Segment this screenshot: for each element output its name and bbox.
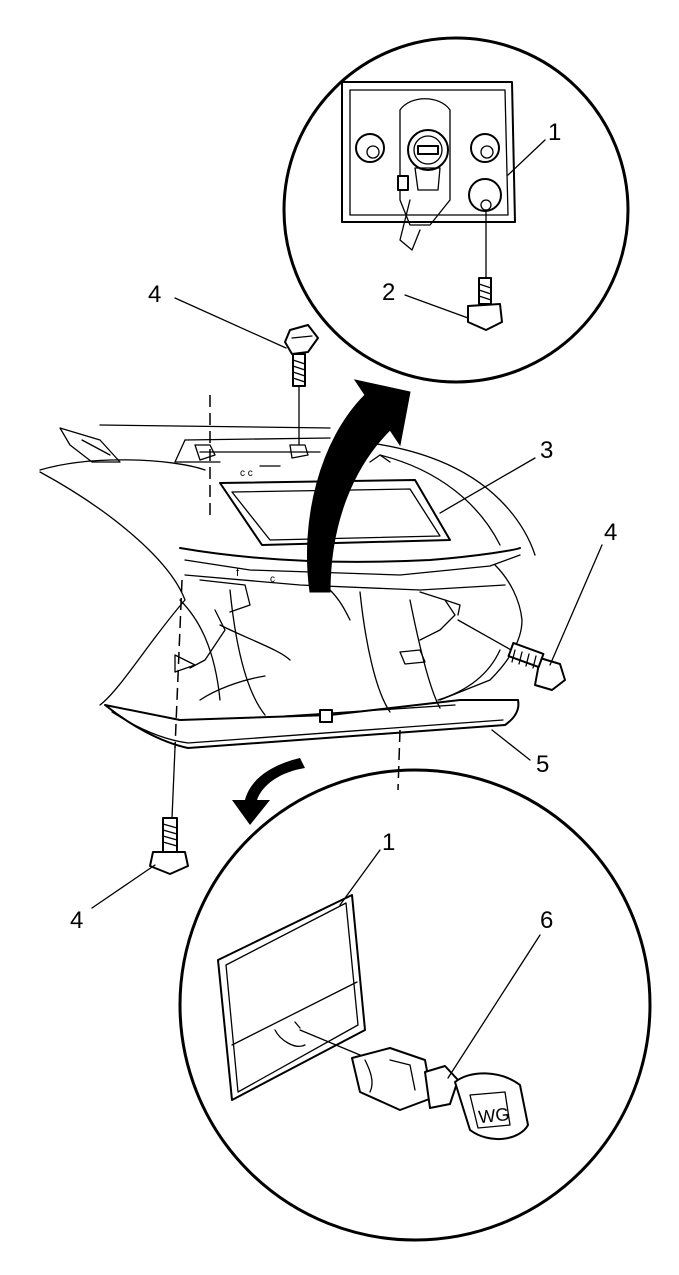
callout-labels: 1 2 4 3 4 5 4 1 6 (70, 119, 617, 934)
bolt-top (284, 324, 319, 446)
bolt-right (457, 619, 566, 691)
inset-circle-bottom: WG (178, 768, 652, 1242)
callout-4-right: 4 (604, 519, 617, 546)
callout-3: 3 (540, 437, 553, 464)
key-marking: WG (477, 1104, 510, 1127)
callout-1-bottom: 1 (382, 829, 395, 856)
callout-2: 2 (382, 279, 395, 306)
bolt-bottom (149, 747, 189, 875)
svg-text:c: c (270, 574, 275, 585)
callout-5: 5 (536, 751, 549, 778)
svg-text:f: f (236, 567, 240, 579)
direction-arrow-down (232, 758, 305, 825)
callout-4-top: 4 (148, 281, 161, 308)
svg-text:c c: c c (240, 468, 253, 479)
callout-6: 6 (540, 907, 553, 934)
callout-1-top: 1 (548, 119, 561, 146)
inset-circle-top (282, 36, 630, 384)
callout-4-bottom: 4 (70, 907, 83, 934)
instrument-panel-assembly: c c c f c (39, 379, 536, 791)
leader-lines (91, 139, 603, 1079)
